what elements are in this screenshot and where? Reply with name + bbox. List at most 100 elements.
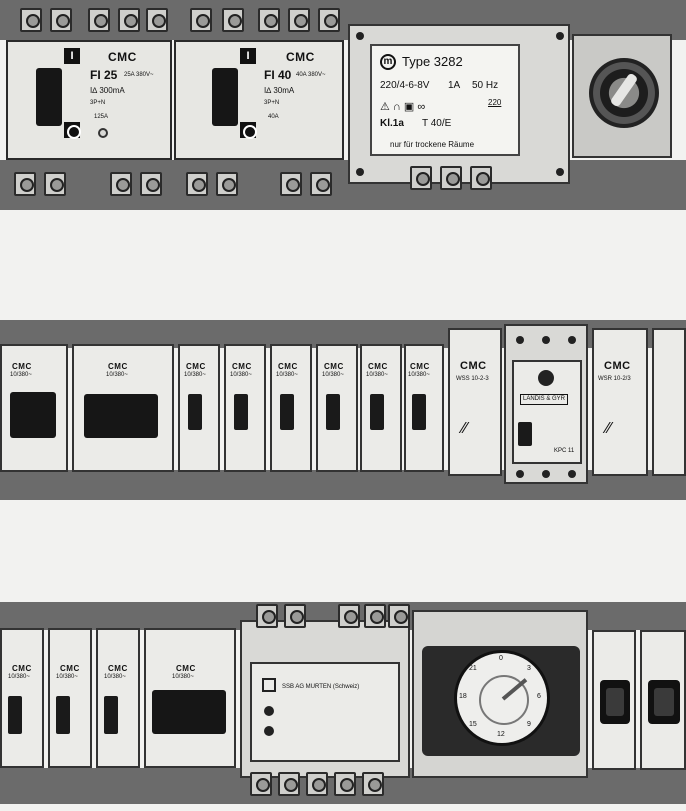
dial-number: 0 xyxy=(499,655,503,662)
terminal-screw xyxy=(146,8,168,32)
mounting-screw xyxy=(356,168,364,176)
terminal-screw xyxy=(278,772,300,796)
mounting-screw xyxy=(356,32,364,40)
indicator-lamp xyxy=(264,706,274,716)
terminal-screw xyxy=(250,772,272,796)
relay-symbol xyxy=(262,678,276,692)
dial-number: 9 xyxy=(527,721,531,728)
mcb-rating: 10/380~ xyxy=(106,372,128,378)
terminal-hole xyxy=(516,336,524,344)
mcb-rating: 10/380~ xyxy=(104,674,126,680)
mcb-handle[interactable] xyxy=(280,394,294,430)
terminal-screw xyxy=(310,172,332,196)
mounting-screw xyxy=(556,168,564,176)
breaker-toggle-handle[interactable] xyxy=(212,68,238,126)
mcb-brand: CMC xyxy=(108,362,128,371)
mcb-handle[interactable] xyxy=(104,696,118,734)
top-rail-assembly: I CMC FI 25 25A 380V~ I∆ 300mA 3P+N 125A… xyxy=(0,0,686,212)
timer-dial[interactable]: 0 3 6 9 12 15 18 21 xyxy=(454,650,550,746)
bottom-rail-assembly: CMC 10/380~ CMC 10/380~ CMC 10/380~ CMC … xyxy=(0,590,686,811)
terminal-screw xyxy=(216,172,238,196)
mcb-rating: 10/380~ xyxy=(172,674,194,680)
terminal-screw xyxy=(222,8,244,32)
switch-symbol: ⁄⁄ xyxy=(606,420,612,437)
landis-model: KPC 11 xyxy=(554,448,575,454)
mcb-brand: CMC xyxy=(12,664,32,673)
relay-module: SSB AG MURTEN (Schweiz) xyxy=(240,620,410,778)
rocker-switch xyxy=(592,630,636,770)
mcb-rating: 10/380~ xyxy=(8,674,30,680)
mcb-handle[interactable] xyxy=(84,394,158,438)
mcb-single xyxy=(96,628,140,768)
terminal-screw xyxy=(306,772,328,796)
mcb-handle[interactable] xyxy=(10,392,56,438)
mcb-rating: 10/380~ xyxy=(10,372,32,378)
mcb-handle[interactable] xyxy=(370,394,384,430)
mcb-brand: CMC xyxy=(324,362,344,371)
switch-model: WSS 10-2-3 xyxy=(456,376,489,382)
switch-model: WSR 10-2/3 xyxy=(598,376,631,382)
mcb-handle[interactable] xyxy=(152,690,226,734)
mcb-brand: CMC xyxy=(176,664,196,673)
test-button[interactable] xyxy=(98,128,108,138)
rocker-button[interactable] xyxy=(600,680,630,724)
top-terminal-strip xyxy=(0,0,686,40)
mcb-handle[interactable] xyxy=(234,394,248,430)
switch-symbol: ⁄⁄ xyxy=(462,420,468,437)
rotary-knob[interactable] xyxy=(589,58,659,128)
time-switch: 0 3 6 9 12 15 18 21 xyxy=(412,610,588,778)
dial-number: 15 xyxy=(469,721,477,728)
dial-number: 6 xyxy=(537,693,541,700)
terminal-screw xyxy=(362,772,384,796)
mcb-handle[interactable] xyxy=(188,394,202,430)
spec-label: 3P+N xyxy=(90,100,106,106)
mcb-rating: 10/380~ xyxy=(322,372,344,378)
landis-switch[interactable] xyxy=(518,422,532,446)
mcb-handle[interactable] xyxy=(56,696,70,734)
indicator-lamp xyxy=(264,726,274,736)
landis-brand: LANDIS & GYR xyxy=(520,394,569,405)
mcb-single xyxy=(224,344,266,472)
middle-rail-assembly: CMC 10/380~ CMC 10/380~ CMC 10/380~ CMC … xyxy=(0,300,686,505)
terminal-screw xyxy=(110,172,132,196)
transformer-rating-plate: m Type 3282 220/4-6-8V 1A 50 Hz ⚠ ∩ ▣ ∞ … xyxy=(370,44,520,156)
mcb-handle[interactable] xyxy=(8,696,22,734)
mcb-rating: 10/380~ xyxy=(408,372,430,378)
switch-wsr: CMC WSR 10-2/3 ⁄⁄ xyxy=(592,328,648,476)
mcb-brand: CMC xyxy=(108,664,128,673)
terminal-screw xyxy=(186,172,208,196)
terminal-hole xyxy=(542,336,550,344)
mcb-handle[interactable] xyxy=(412,394,426,430)
bottom-terminal-strip xyxy=(0,160,686,210)
terminal-screw xyxy=(364,604,386,628)
class-label: Kl.1a xyxy=(380,118,404,129)
terminal-hole xyxy=(516,470,524,478)
mcb-brand: CMC xyxy=(368,362,388,371)
mcb-single xyxy=(0,628,44,768)
current-label: 1A xyxy=(448,80,461,91)
mcb-handle[interactable] xyxy=(326,394,340,430)
mcb-brand: CMC xyxy=(278,362,298,371)
terminal-hole xyxy=(568,336,576,344)
terminal-screw xyxy=(410,166,432,190)
on-marker: I xyxy=(64,48,80,64)
dial-window: 0 3 6 9 12 15 18 21 xyxy=(422,646,580,756)
dial-number: 3 xyxy=(527,665,531,672)
voltage-label: 220/4-6-8V xyxy=(380,80,430,91)
terminal-screw xyxy=(318,8,340,32)
spec-label: 40A 380V~ xyxy=(296,72,326,78)
rating-box: 220 xyxy=(488,98,502,107)
terminal-screw xyxy=(20,8,42,32)
terminal-screw xyxy=(388,604,410,628)
dial-pointer xyxy=(501,678,528,701)
dial-number: 12 xyxy=(497,731,505,738)
terminal-screw xyxy=(280,172,302,196)
switch-brand: CMC xyxy=(604,360,631,372)
model-label: FI 40 xyxy=(264,68,292,82)
off-marker xyxy=(240,122,257,139)
breaker-toggle-handle[interactable] xyxy=(36,68,62,126)
rocker-button[interactable] xyxy=(648,680,680,724)
mounting-screw xyxy=(556,32,564,40)
terminal-screw xyxy=(470,166,492,190)
symbol-row: ⚠ ∩ ▣ ∞ xyxy=(380,101,426,113)
